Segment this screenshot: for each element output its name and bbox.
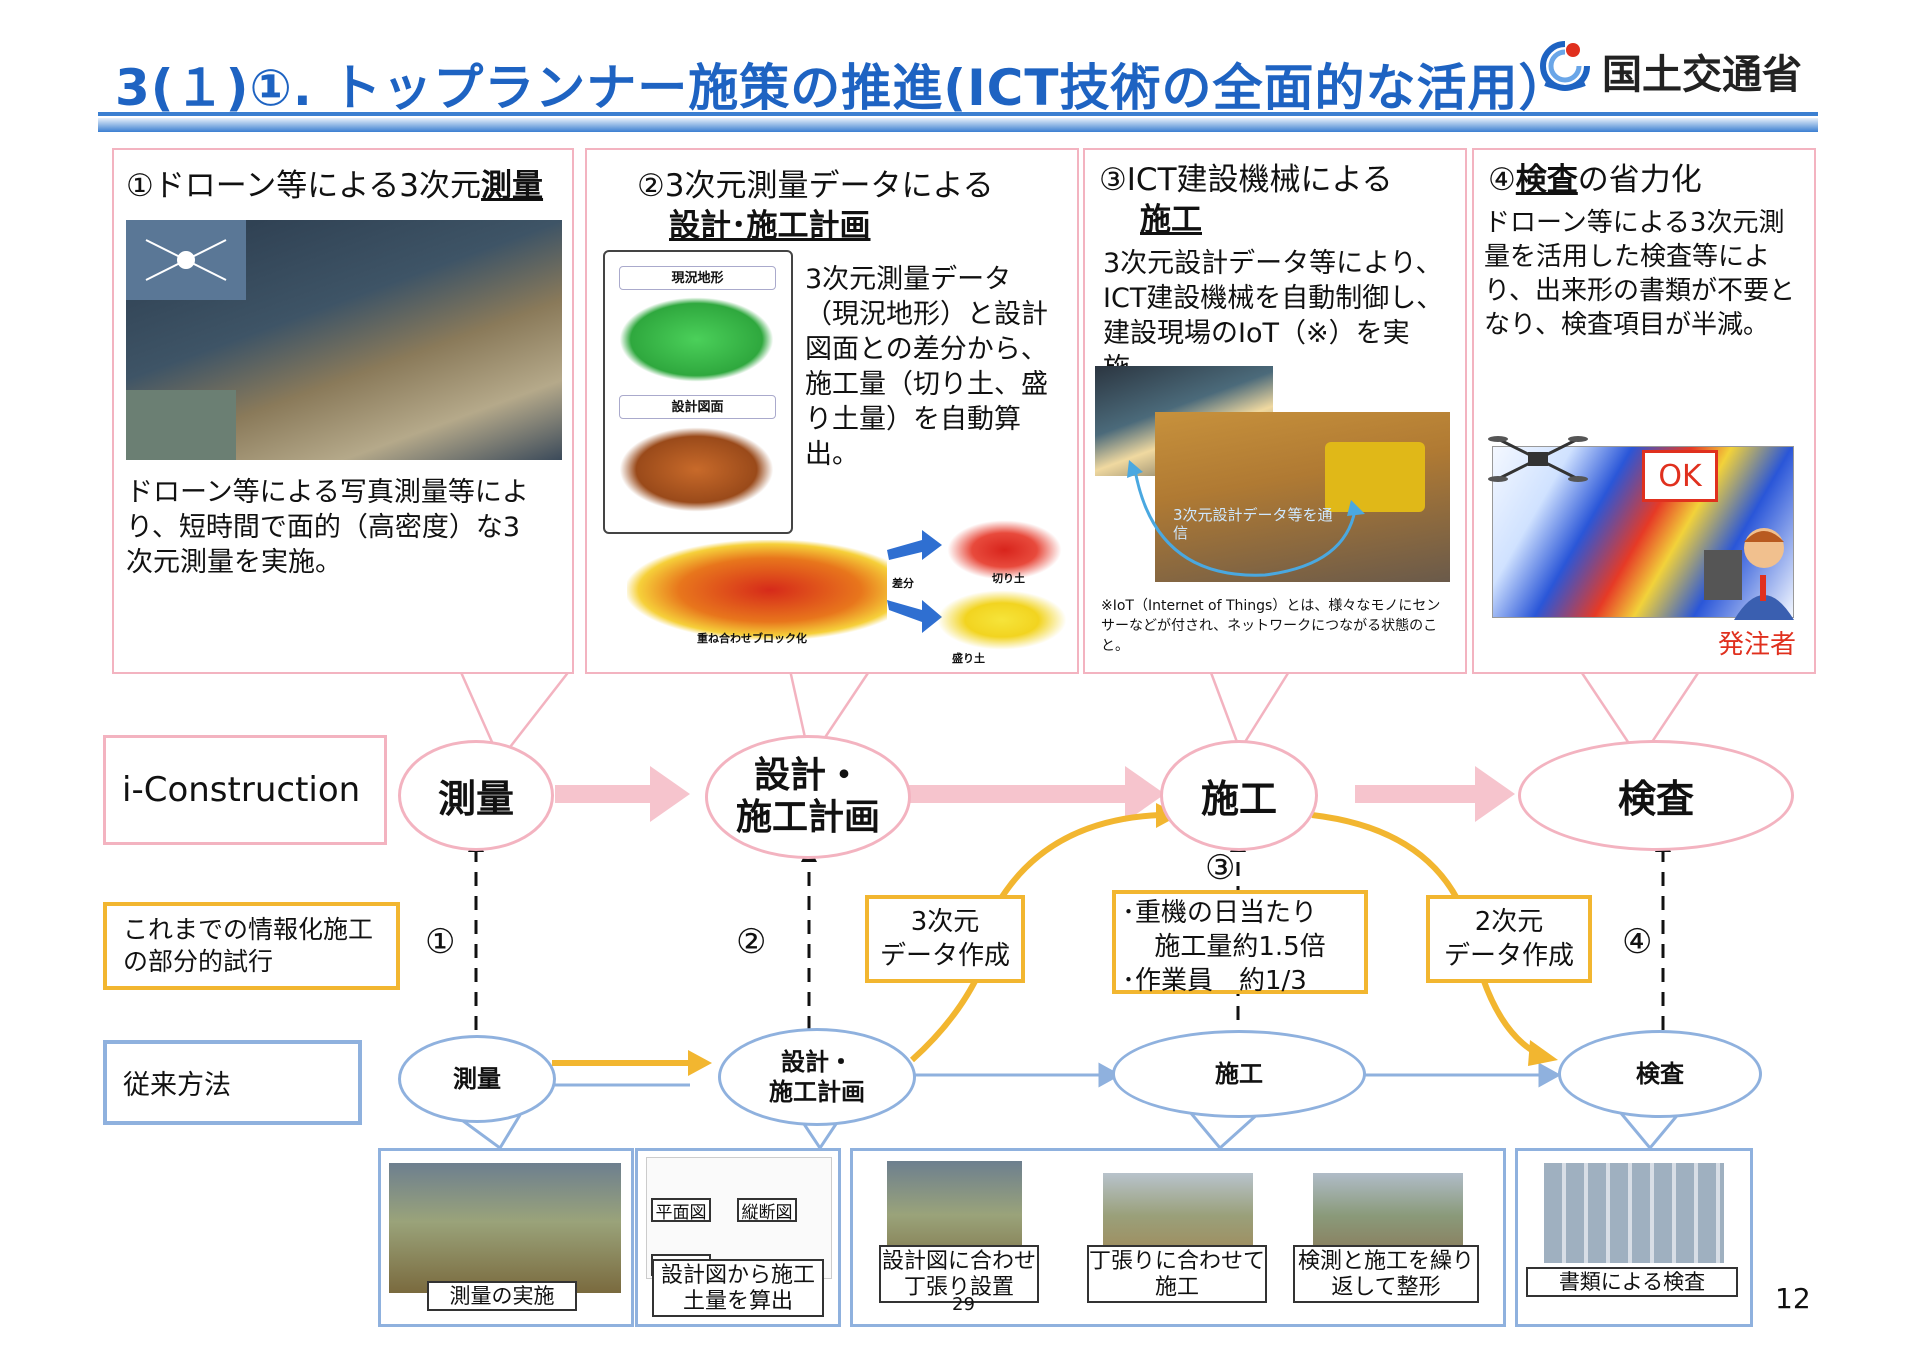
panel-survey: ①ドローン等による3次元測量 ドローン等による写真測量等により、短時間で面的（高… (112, 148, 574, 674)
design-model (619, 427, 774, 512)
box-effect-line2: 施工量約1.5倍 (1154, 932, 1326, 962)
node-design-ict-line2: 施工計画 (735, 797, 880, 838)
operator-inset-photo (126, 390, 236, 460)
box-3d-data-line2: データ作成 (879, 941, 1010, 971)
photo-frame-construction: 設計図に合わせ丁張り設置 丁張りに合わせて施工 検測と施工を繰り返して整形 (850, 1148, 1506, 1327)
panel-design-title-line1: ②3次元測量データによる (637, 168, 994, 204)
survey-photo (389, 1163, 621, 1293)
leveling-photo (1313, 1173, 1463, 1258)
fill-label: 盛り土 (952, 652, 985, 665)
panel-inspection: ④検査の省力化 ドローン等による3次元測量を活用した検査等により、出来形の書類が… (1472, 148, 1816, 674)
step-number-3: ③ (1205, 848, 1236, 888)
photo-frame-inspection: 書類による検査 (1515, 1148, 1753, 1327)
node-design-ict-line1: 設計・ (753, 755, 862, 796)
box-effect-line1: ･重機の日当たり (1122, 898, 1318, 928)
excavator-photo (1155, 412, 1450, 582)
panel-inspection-title-keyword: 検査 (1515, 162, 1578, 198)
diff-arrows-icon (887, 530, 942, 633)
current-terrain-model (619, 297, 774, 382)
iot-footnote: ※IoT（Internet of Things）とは、様々なモノにセンサーなどが… (1101, 598, 1441, 654)
design-drawing-label: 設計図面 (619, 395, 776, 419)
orderer-person-icon (1704, 528, 1794, 620)
block-overlay-model (627, 540, 887, 640)
panel-construction-title-line2: 施工 (1140, 194, 1202, 239)
box-effect: ･重機の日当たり 施工量約1.5倍 ･作業員 約1/3 (1112, 890, 1368, 996)
drone-aerial-photo (126, 220, 562, 460)
cut-label: 切り土 (992, 572, 1025, 585)
photo-frame-survey: 測量の実施 (378, 1148, 634, 1327)
node-survey-ict: 測量 (398, 740, 554, 851)
fill-volume-model (937, 590, 1067, 650)
documents-photo (1544, 1163, 1724, 1263)
step-number-1: ① (425, 922, 456, 962)
panel-design-text: 3次元測量データ（現況地形）と設計図面との差分から、施工量（切り土、盛り土量）を… (805, 264, 1048, 470)
box-3d-data-line1: 3次元 (910, 907, 980, 937)
box-2d-data-line2: データ作成 (1443, 941, 1574, 971)
panel-inspection-title-suffix: の省力化 (1577, 162, 1702, 198)
drone-inset-photo (126, 220, 246, 300)
title-divider (98, 112, 1818, 116)
diff-label: 差分 (892, 577, 914, 590)
block-label: 重ね合わせブロック化 (697, 632, 807, 645)
node-construction-conventional: 施工 (1112, 1030, 1366, 1118)
caption-stake: 設計図に合わせ丁張り設置 (879, 1245, 1039, 1303)
page-title: 3(１)①. トップランナー施策の推進(ICT技術の全面的な活用） (115, 59, 1570, 117)
node-design-ict: 設計・ 施工計画 (705, 735, 911, 859)
excavator-body (1325, 442, 1425, 512)
ministry-name: 国土交通省 (1602, 52, 1802, 98)
profile-view-label: 縦断図 (737, 1198, 797, 1223)
node-construction-ict: 施工 (1160, 740, 1318, 851)
caption-build: 丁張りに合わせて施工 (1087, 1245, 1267, 1303)
box-2d-data-line1: 2次元 (1474, 907, 1544, 937)
caption-check: 検測と施工を繰り返して整形 (1293, 1245, 1479, 1303)
page-number-small: 29 (952, 1294, 975, 1315)
panel-survey-text: ドローン等による写真測量等により、短時間で面的（高密度）な3次元測量を実施。 (126, 477, 529, 578)
panel-design: ②3次元測量データによる 設計･施工計画 現況地形 設計図面 3次元測量データ（… (585, 148, 1079, 674)
step-number-4: ④ (1622, 922, 1653, 962)
panel-inspection-title: ④検査の省力化 (1488, 154, 1702, 199)
panel-survey-title: ①ドローン等による3次元測量 (126, 160, 543, 205)
row-label-partial: これまでの情報化施工の部分的試行 (103, 902, 400, 990)
panel-construction: ③ICT建設機械による 施工 3次元設計データ等により、ICT建設機械を自動制御… (1083, 148, 1467, 674)
orderer-label: 発注者 (1718, 630, 1797, 660)
step-number-2: ② (736, 922, 767, 962)
panel-survey-title-prefix: ①ドローン等による3次元 (126, 168, 482, 204)
plan-view-label: 平面図 (651, 1198, 711, 1223)
row-label-conventional: 従来方法 (103, 1040, 362, 1125)
panel-inspection-title-prefix: ④ (1488, 162, 1516, 198)
ministry-logo-icon (1540, 41, 1590, 91)
caption-survey: 測量の実施 (427, 1281, 577, 1311)
panel-design-title-keyword: 設計･施工計画 (669, 208, 871, 244)
node-survey-conventional: 測量 (398, 1035, 556, 1123)
panel-construction-title-keyword: 施工 (1140, 202, 1202, 238)
row-label-iconstruction: i-Construction (103, 735, 387, 845)
panel-design-title-line2: 設計･施工計画 (669, 200, 871, 245)
data-link-label: 3次元設計データ等を通信 (1173, 506, 1333, 542)
node-design-conventional-line2: 施工計画 (769, 1078, 865, 1106)
panel-survey-title-keyword: 測量 (481, 168, 544, 204)
photo-frame-design: 平面図 縦断図 横断図 設計図から施工土量を算出 (635, 1148, 841, 1327)
drone-icon (145, 239, 227, 281)
terrain-figure: 現況地形 設計図面 (603, 250, 793, 534)
ok-stamp: OK (1642, 450, 1718, 502)
title-underline-bar (98, 118, 1818, 132)
data-link-arrow-icon (1127, 460, 1365, 577)
node-inspection-conventional: 検査 (1558, 1030, 1762, 1118)
box-3d-data: 3次元 データ作成 (865, 895, 1025, 983)
inspection-heatmap (1492, 446, 1794, 618)
node-design-conventional: 設計・ 施工計画 (718, 1028, 916, 1126)
drone-icon (1488, 436, 1588, 482)
node-design-conventional-line1: 設計・ (781, 1048, 853, 1076)
panel-inspection-text: ドローン等による3次元測量を活用した検査等により、出来形の書類が不要となり、検査… (1484, 208, 1795, 340)
caption-inspect: 書類による検査 (1526, 1267, 1738, 1297)
box-2d-data: 2次元 データ作成 (1426, 895, 1592, 983)
cut-volume-model (947, 520, 1062, 580)
page-number: 12 (1775, 1282, 1811, 1315)
node-inspection-ict: 検査 (1518, 740, 1794, 851)
current-terrain-label: 現況地形 (619, 266, 776, 290)
caption-design: 設計図から施工土量を算出 (652, 1259, 824, 1317)
panel-construction-title-line1: ③ICT建設機械による (1099, 162, 1393, 198)
box-effect-line3: ･作業員 約1/3 (1122, 966, 1307, 996)
grader-photo (1103, 1173, 1253, 1258)
